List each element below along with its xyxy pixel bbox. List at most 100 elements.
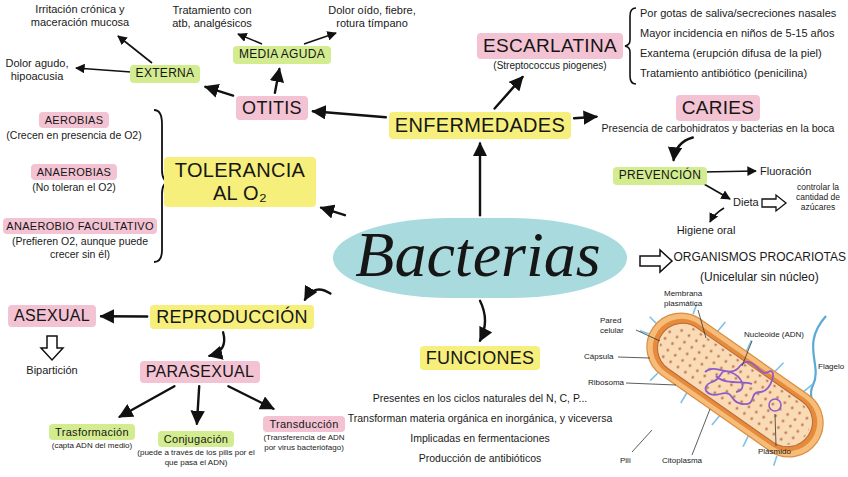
bacterium-illustration — [618, 285, 843, 477]
definition-note: ORGANISMOS PROCARIOTAS — [674, 250, 846, 264]
category-tag: EXTERNA — [130, 63, 201, 83]
node-heading: MEDIA AGUDA — [233, 46, 331, 64]
fact-note: Por gotas de saliva/secreciones nasales — [640, 7, 836, 20]
node-note: (Transferencia de ADN por virus bacterió… — [262, 433, 346, 452]
connector-arrow — [479, 144, 481, 216]
drawing-part — [698, 310, 706, 338]
branch-topic: ENFERMEDADES — [389, 112, 571, 139]
leader-arrow — [304, 33, 336, 44]
type-tag: ANAEROBIAS(No toleran el O2) — [31, 162, 118, 194]
leader-arrow — [76, 68, 131, 72]
subtopic: CARIESPresencia de carbohidratos y bacte… — [602, 95, 835, 134]
branch-topic: TOLERANCIA AL O₂ — [164, 157, 316, 207]
symptom-note: Dolor oído, fiebre, rotura tímpano — [324, 4, 420, 30]
part-label: Citoplasma — [662, 456, 702, 466]
hollow-arrow — [41, 336, 63, 360]
node-heading: TOLERANCIA AL O₂ — [164, 157, 316, 207]
symptom-note: Dolor agudo, hipoacusia — [2, 57, 72, 83]
connector-arrow — [305, 289, 331, 299]
function-note: Presentes en los ciclos naturales del N,… — [373, 392, 588, 405]
drawing-part — [619, 285, 825, 468]
capsule — [634, 300, 837, 470]
mechanism-tag: Conjugación(puede a través de los pilis … — [137, 429, 255, 468]
connector-arrow — [313, 111, 386, 117]
plasmid — [769, 399, 781, 411]
symptom-note: Tratamiento con atb, analgésicos — [164, 4, 260, 30]
node-heading: ANAEROBIAS — [31, 164, 118, 181]
node-heading: FUNCIONES — [420, 346, 541, 371]
hollow-arrow — [640, 250, 672, 272]
pili — [619, 285, 825, 468]
connector-arrow — [120, 386, 175, 417]
node-heading: Trasformación — [49, 424, 135, 441]
node-heading: EXTERNA — [130, 65, 201, 83]
subtopic: ESCARLATINA(Streptococcus piogenes) — [477, 33, 623, 72]
type-tag: AEROBIAS(Crecen en presencia de O2) — [6, 110, 141, 142]
node-heading: ASEXUAL — [8, 305, 96, 327]
bracket — [625, 8, 636, 84]
leader-arrow — [118, 36, 152, 63]
drawing-part — [618, 357, 650, 358]
drawing-part — [636, 330, 660, 341]
connector-arrow — [321, 208, 345, 216]
node-note: (Streptococcus piogenes) — [477, 60, 623, 72]
function-note: Transforman materia orgánica en inorgáni… — [348, 412, 613, 425]
node-note: (No toleran el O2) — [31, 181, 118, 194]
subtopic: PARASEXUAL — [140, 361, 261, 383]
drawing-part — [742, 341, 752, 366]
part-label: Nucleoide (ADN) — [744, 330, 804, 340]
part-label: Flagelo — [818, 362, 844, 372]
connector-arrow — [101, 315, 147, 318]
cell-body — [619, 285, 843, 477]
function-note: Implicadas en fermentaciones — [410, 432, 550, 445]
hollow-arrow — [762, 195, 786, 211]
connector-arrow — [197, 386, 199, 424]
mechanism-tag: Transducción(Transferencia de ADN por vi… — [262, 414, 346, 453]
prevention-note: Fluoración — [760, 165, 811, 178]
node-heading: REPRODUCCIÓN — [150, 305, 314, 330]
node-heading: ESCARLATINA — [477, 33, 623, 59]
category-tag: MEDIA AGUDA — [233, 44, 331, 64]
prevention-note: Dieta — [733, 196, 759, 209]
connector-arrow — [205, 87, 233, 96]
node-heading: ENFERMEDADES — [389, 112, 571, 139]
branch-topic: REPRODUCCIÓN — [150, 305, 314, 330]
leader-arrow — [238, 34, 262, 44]
subtopic: OTITIS — [236, 96, 308, 121]
category-tag: PREVENCIÓN — [613, 165, 707, 185]
connector-arrow — [228, 386, 273, 409]
drawing-part — [692, 409, 710, 455]
node-heading: Transducción — [263, 416, 344, 433]
nucleoid — [705, 362, 773, 404]
leader-arrow — [710, 208, 724, 222]
prevention-note: controlar la cantidad de azúcares — [790, 182, 846, 213]
connector-arrow — [480, 301, 485, 341]
drawing-part — [775, 414, 776, 446]
part-label: Ribosoma — [588, 378, 624, 388]
subtopic: ASEXUAL — [8, 305, 96, 327]
part-label: Membrana plasmática — [664, 289, 722, 308]
fact-note: Mayor incidencia en niños de 5-15 años — [640, 27, 834, 40]
leader-arrow — [702, 171, 756, 172]
node-heading: Conjugación — [158, 431, 234, 448]
function-note: Producción de antibióticos — [419, 452, 542, 465]
part-label: Pili — [620, 456, 631, 466]
node-note: (Crecen en presencia de O2) — [6, 129, 141, 142]
node-heading: ANAEROBIO FACULTATIVO — [3, 218, 157, 235]
fact-note: Tratamiento antibiótico (penicilina) — [640, 67, 807, 80]
fact-note: Exantema (erupción difusa de la piel) — [640, 47, 822, 60]
mechanism-tag: Trasformación(capta ADN del medio) — [46, 422, 138, 451]
branch-topic: FUNCIONES — [420, 346, 541, 371]
part-label: Cápsula — [584, 352, 613, 362]
type-tag: ANAEROBIO FACULTATIVO(Prefieren O2, aunq… — [3, 216, 157, 261]
connector-arrow — [674, 138, 693, 161]
part-label: Pared celular — [600, 316, 636, 335]
node-heading: PREVENCIÓN — [613, 167, 707, 185]
node-note: (Prefieren O2, aunque puede crecer sin é… — [5, 235, 155, 260]
node-heading: Bacterias — [333, 218, 626, 298]
result-note: Bipartición — [26, 364, 77, 377]
node-note: (puede a través de los pilis por el que … — [137, 448, 255, 467]
connector-arrow — [209, 332, 224, 356]
node-heading: CARIES — [676, 95, 761, 121]
